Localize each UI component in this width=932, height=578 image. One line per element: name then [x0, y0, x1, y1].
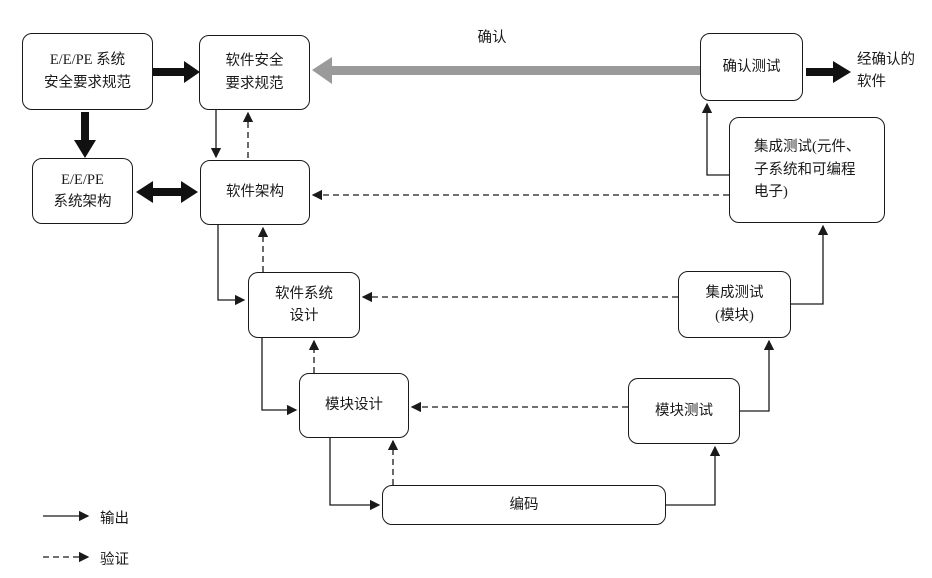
output-integration-test-pe-to-validation-test — [701, 102, 729, 176]
node-module-test: 模块测试 — [628, 378, 740, 444]
output-module-test-to-integration-test-module — [740, 339, 775, 412]
output-coding-to-module-test — [665, 445, 721, 506]
validated-software-label: 经确认的 软件 — [857, 52, 915, 90]
node-software-architecture: 软件架构 — [200, 160, 310, 225]
output-sw-arch-to-sw-sys-design — [217, 225, 246, 306]
node-validation-test: 确认测试 — [700, 33, 803, 101]
node-integration-test-module: 集成测试 (模块) — [678, 271, 791, 338]
validation-arrow-label: 确认 — [477, 30, 507, 46]
thick-double-arrow-eepe-arch-sw-arch — [136, 181, 198, 203]
node-eepe-system-safety-requirements: E/E/PE 系统 安全要求规范 — [22, 33, 153, 110]
node-integration-test-pe: 集成测试(元件、 子系统和可编程 电子) — [729, 117, 885, 223]
node-software-system-design: 软件系统 设计 — [248, 272, 360, 338]
output-module-design-to-coding — [329, 438, 381, 511]
node-module-design: 模块设计 — [299, 373, 409, 438]
gray-validation-arrow — [312, 57, 700, 84]
thick-arrow-validation-test-to-validated-software — [806, 61, 851, 83]
node-eepe-system-architecture: E/E/PE 系统架构 — [32, 158, 133, 224]
thick-arrow-eepe-srs-to-sw-srs — [153, 61, 200, 83]
legend-verification-label: 验证 — [100, 552, 129, 568]
node-software-safety-requirements: 软件安全 要求规范 — [199, 35, 310, 110]
output-sw-sys-design-to-module-design — [261, 338, 298, 416]
output-integration-test-module-to-integration-test-pe — [791, 224, 829, 305]
legend-output-label: 输出 — [100, 511, 129, 527]
thick-arrow-eepe-srs-to-eepe-arch — [74, 112, 96, 158]
node-coding: 编码 — [382, 485, 666, 525]
